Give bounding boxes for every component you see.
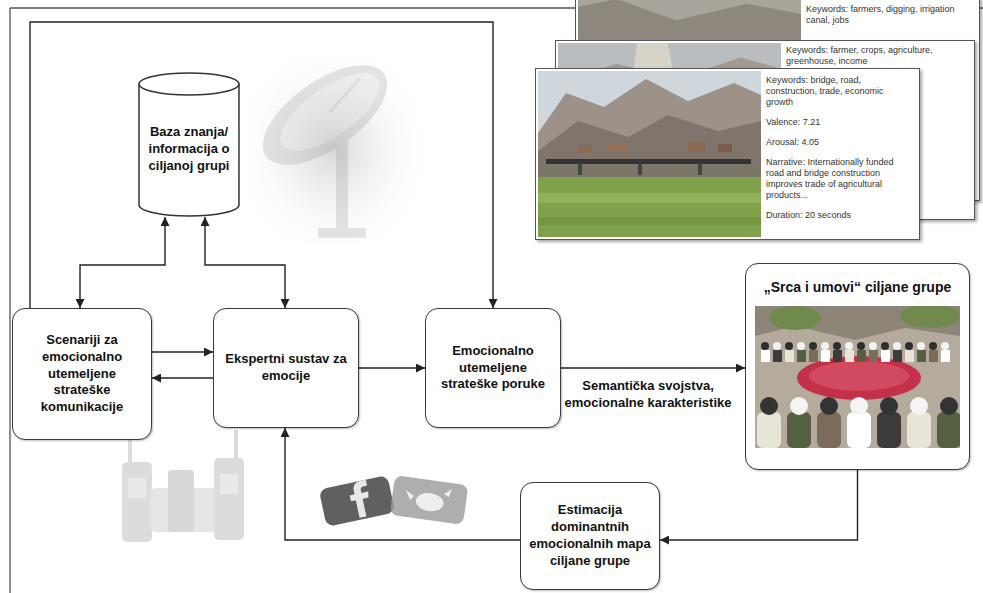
arrow-connector xyxy=(359,367,425,368)
card-text: Arousal: 4.05 xyxy=(766,137,913,148)
radio-icons xyxy=(122,430,244,542)
crowd-photo xyxy=(755,306,960,448)
card-text: Keywords: bridge, road, construction, tr… xyxy=(766,75,913,108)
box-label: Baza znanja/ informacija o ciljanoj grup… xyxy=(146,124,232,175)
arrow-connector xyxy=(205,217,285,308)
process-box: Scenariji za emocionalno utemeljene stra… xyxy=(12,308,152,440)
edge-label: Semantička svojstva, emocionalne karakte… xyxy=(563,378,733,412)
arrow-connector xyxy=(285,428,520,540)
satellite-dish xyxy=(245,46,420,245)
social-icons xyxy=(319,475,469,527)
arrow-connector xyxy=(561,367,745,368)
card-photo xyxy=(538,71,761,237)
arrow-connector xyxy=(152,351,213,352)
box-label: Emocionalno utemeljene strateške poruke xyxy=(433,343,553,394)
process-box: Emocionalno utemeljene strateške poruke xyxy=(425,308,561,428)
arrow-connector xyxy=(660,470,858,540)
process-box: Estimacija dominantnih emocionalnih mapa… xyxy=(520,482,660,590)
database-cylinder: Baza znanja/ informacija o ciljanoj grup… xyxy=(138,72,240,217)
card-text: Narrative: Internationally funded road a… xyxy=(766,157,913,201)
box-label: Ekspertni sustav za emocije xyxy=(221,351,351,385)
arrow-connector xyxy=(80,217,165,308)
target-group-box: „Srca i umovi“ ciljane grupe xyxy=(745,263,970,470)
box-label: Estimacija dominantnih emocionalnih mapa… xyxy=(528,502,652,570)
arrow-connector xyxy=(152,377,213,378)
card-text: Valence: 7.21 xyxy=(766,117,913,128)
card-text: Keywords: farmers, digging, irrigation c… xyxy=(806,4,973,26)
process-box: Ekspertni sustav za emocije xyxy=(213,308,359,428)
card-text: Duration: 20 seconds xyxy=(766,210,913,221)
card-text: Keywords: farmer, crops, agriculture, gr… xyxy=(786,45,968,67)
arrow-connector xyxy=(30,22,493,308)
frame-line xyxy=(9,8,10,593)
media-card: Keywords: bridge, road, construction, tr… xyxy=(535,68,920,240)
box-heading: „Srca i umovi“ ciljane grupe xyxy=(754,278,961,296)
box-label: Scenariji za emocionalno utemeljene stra… xyxy=(20,332,144,416)
